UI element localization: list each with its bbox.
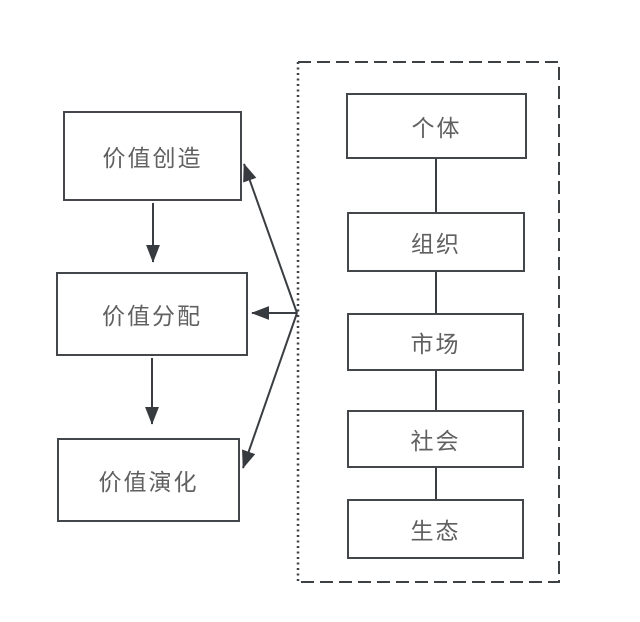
arrow-group-to-creation: [243, 163, 298, 314]
box-value-distribution: 价值分配: [56, 272, 248, 356]
box-society: 社会: [347, 410, 524, 468]
box-value-distribution-label: 价值分配: [102, 303, 202, 329]
box-ecology-label: 生态: [410, 518, 461, 544]
box-market-label: 市场: [410, 331, 461, 357]
box-individual-label: 个体: [411, 115, 462, 141]
box-organization-label: 组织: [411, 231, 461, 257]
box-value-evolution-label: 价值演化: [98, 469, 199, 495]
box-value-evolution: 价值演化: [57, 438, 240, 522]
box-value-creation-label: 价值创造: [102, 145, 203, 171]
box-value-creation: 价值创造: [63, 111, 242, 201]
box-organization: 组织: [347, 212, 525, 272]
box-market: 市场: [347, 313, 524, 371]
box-individual: 个体: [346, 93, 527, 159]
group-boundary-dashed-border: [298, 61, 560, 583]
box-society-label: 社会: [410, 428, 461, 454]
box-ecology: 生态: [347, 499, 524, 559]
arrow-group-to-evolution: [242, 312, 298, 469]
